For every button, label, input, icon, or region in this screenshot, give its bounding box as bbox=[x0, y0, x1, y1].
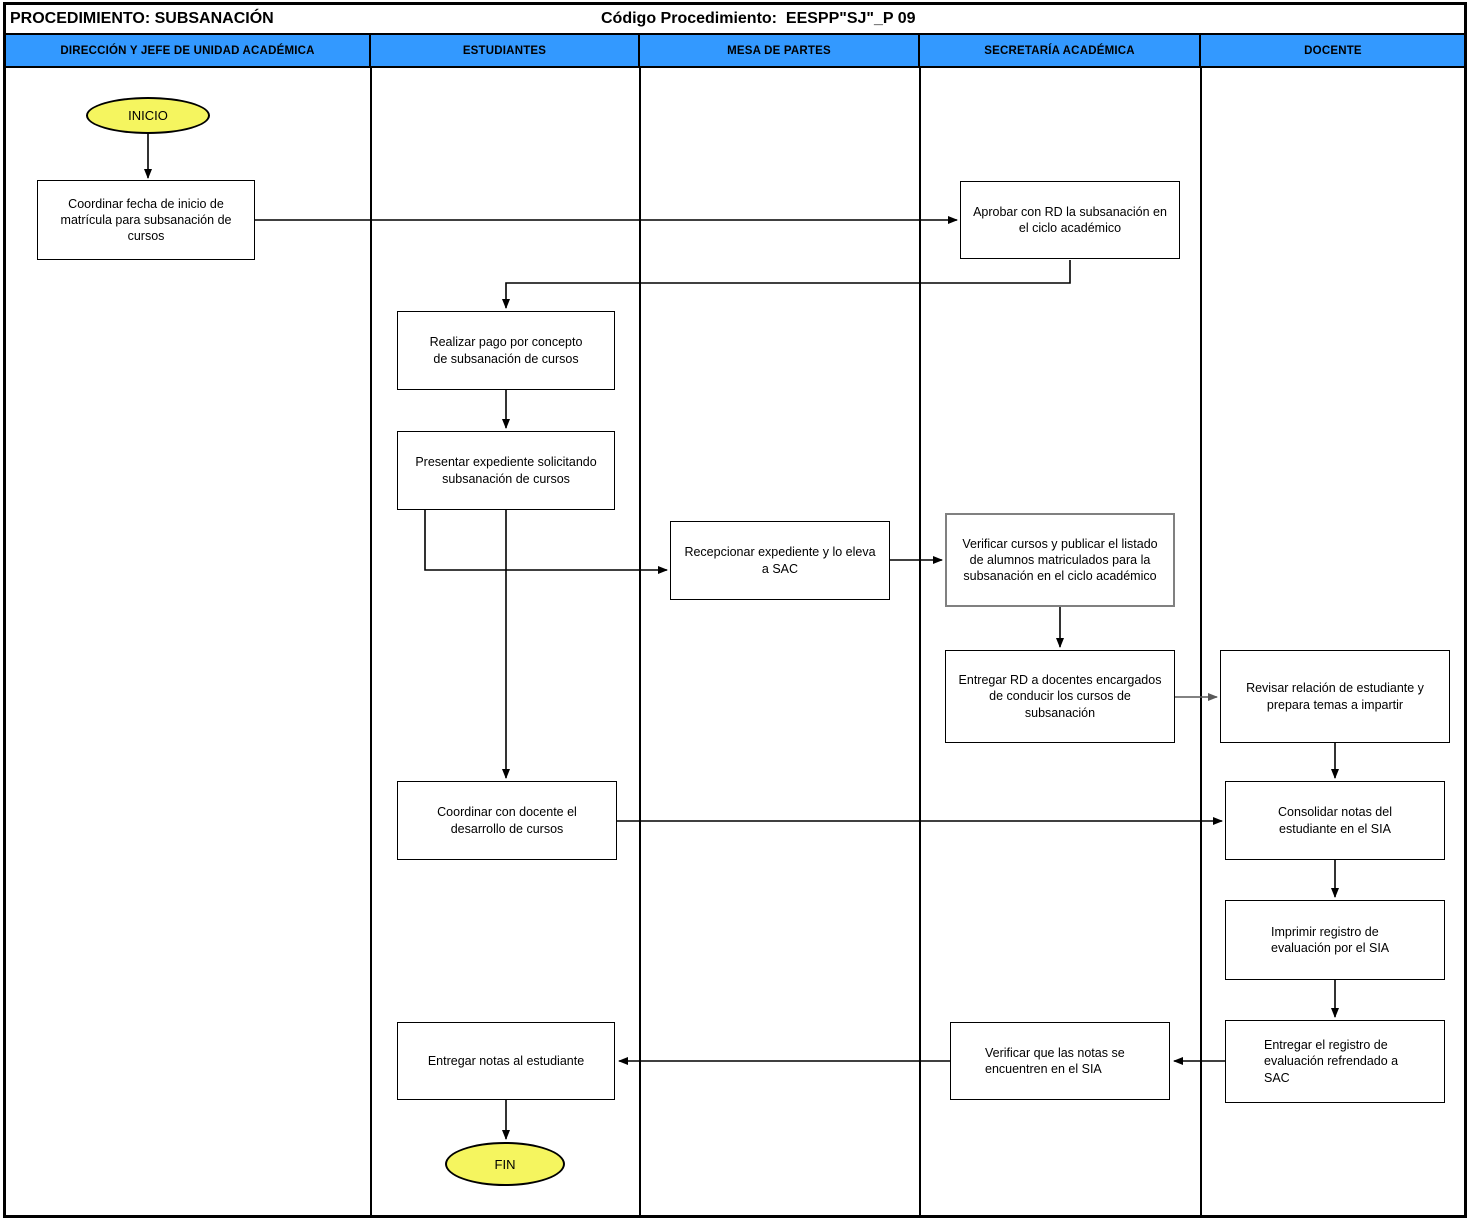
lane-divider bbox=[370, 68, 372, 1215]
lane-header-secretaria: SECRETARÍA ACADÉMICA bbox=[920, 35, 1201, 66]
node-entregar-notas: Entregar notas al estudiante bbox=[397, 1022, 615, 1100]
node-imprimir-registro: Imprimir registro de evaluación por el S… bbox=[1225, 900, 1445, 980]
node-realizar-pago: Realizar pago por concepto de subsanació… bbox=[397, 311, 615, 390]
node-verificar-notas-label: Verificar que las notas se encuentren en… bbox=[985, 1045, 1125, 1076]
title-bar: PROCEDIMIENTO: SUBSANACIÓN Código Proced… bbox=[6, 5, 1465, 33]
node-imprimir-registro-label: Imprimir registro de evaluación por el S… bbox=[1271, 924, 1390, 955]
node-entregar-registro-label: Entregar el registro de evaluación refre… bbox=[1264, 1038, 1399, 1085]
node-coordinar-fecha-label: Coordinar fecha de inicio de matrícula p… bbox=[60, 196, 232, 244]
node-recepcionar-expediente-label: Recepcionar expediente y lo eleva a SAC bbox=[684, 545, 876, 576]
node-entregar-rd-label: Entregar RD a docentes encargados de con… bbox=[958, 673, 1162, 720]
node-revisar-relacion-label: Revisar relación de estudiante y prepara… bbox=[1246, 681, 1424, 712]
lane-header-docente: DOCENTE bbox=[1304, 44, 1362, 57]
node-verificar-notas: Verificar que las notas se encuentren en… bbox=[950, 1022, 1170, 1100]
lane-divider bbox=[919, 68, 921, 1215]
node-entregar-notas-label: Entregar notas al estudiante bbox=[427, 1053, 585, 1068]
node-fin-label: FIN bbox=[494, 1156, 516, 1172]
procedure-title: PROCEDIMIENTO: SUBSANACIÓN bbox=[10, 10, 274, 27]
connector-aprobar-realizar bbox=[502, 260, 1071, 309]
node-realizar-pago-label: Realizar pago por concepto de subsanació… bbox=[429, 335, 583, 366]
node-revisar-relacion: Revisar relación de estudiante y prepara… bbox=[1220, 650, 1450, 743]
lane-header-mesa-de-partes: MESA DE PARTES bbox=[640, 35, 920, 66]
node-aprobar-rd-label: Aprobar con RD la subsanación en el cicl… bbox=[973, 204, 1167, 235]
node-verificar-cursos: Verificar cursos y publicar el listado d… bbox=[945, 513, 1175, 607]
node-entregar-registro: Entregar el registro de evaluación refre… bbox=[1225, 1020, 1445, 1103]
lane-divider bbox=[1200, 68, 1202, 1215]
node-coordinar-fecha: Coordinar fecha de inicio de matrícula p… bbox=[37, 180, 255, 260]
lane-header-row: DIRECCIÓN Y JEFE DE UNIDAD ACADÉMICA EST… bbox=[6, 33, 1465, 68]
node-recepcionar-expediente: Recepcionar expediente y lo eleva a SAC bbox=[670, 521, 890, 600]
node-inicio-label: INICIO bbox=[128, 108, 168, 123]
node-aprobar-rd: Aprobar con RD la subsanación en el cicl… bbox=[960, 181, 1180, 259]
lane-header-estudiantes: ESTUDIANTES bbox=[371, 35, 640, 66]
lane-header-direccion: DIRECCIÓN Y JEFE DE UNIDAD ACADÉMICA bbox=[6, 35, 371, 66]
procedure-code: Código Procedimiento: EESPP"SJ"_P 09 bbox=[601, 10, 916, 27]
lane-divider bbox=[639, 68, 641, 1215]
node-coordinar-docente: Coordinar con docente el desarrollo de c… bbox=[397, 781, 617, 860]
node-consolidar-notas: Consolidar notas del estudiante en el SI… bbox=[1225, 781, 1445, 860]
node-coordinar-docente-label: Coordinar con docente el desarrollo de c… bbox=[437, 805, 577, 836]
node-presentar-expediente: Presentar expediente solicitando subsana… bbox=[397, 431, 615, 510]
node-fin-terminator: FIN bbox=[445, 1142, 565, 1186]
node-presentar-expediente-label: Presentar expediente solicitando subsana… bbox=[415, 455, 597, 486]
connector-presentar-recepcionar bbox=[424, 510, 668, 574]
node-entregar-rd: Entregar RD a docentes encargados de con… bbox=[945, 650, 1175, 743]
node-consolidar-notas-label: Consolidar notas del estudiante en el SI… bbox=[1278, 805, 1392, 836]
node-inicio-terminator: INICIO bbox=[86, 97, 210, 134]
node-verificar-cursos-label: Verificar cursos y publicar el listado d… bbox=[962, 536, 1158, 584]
